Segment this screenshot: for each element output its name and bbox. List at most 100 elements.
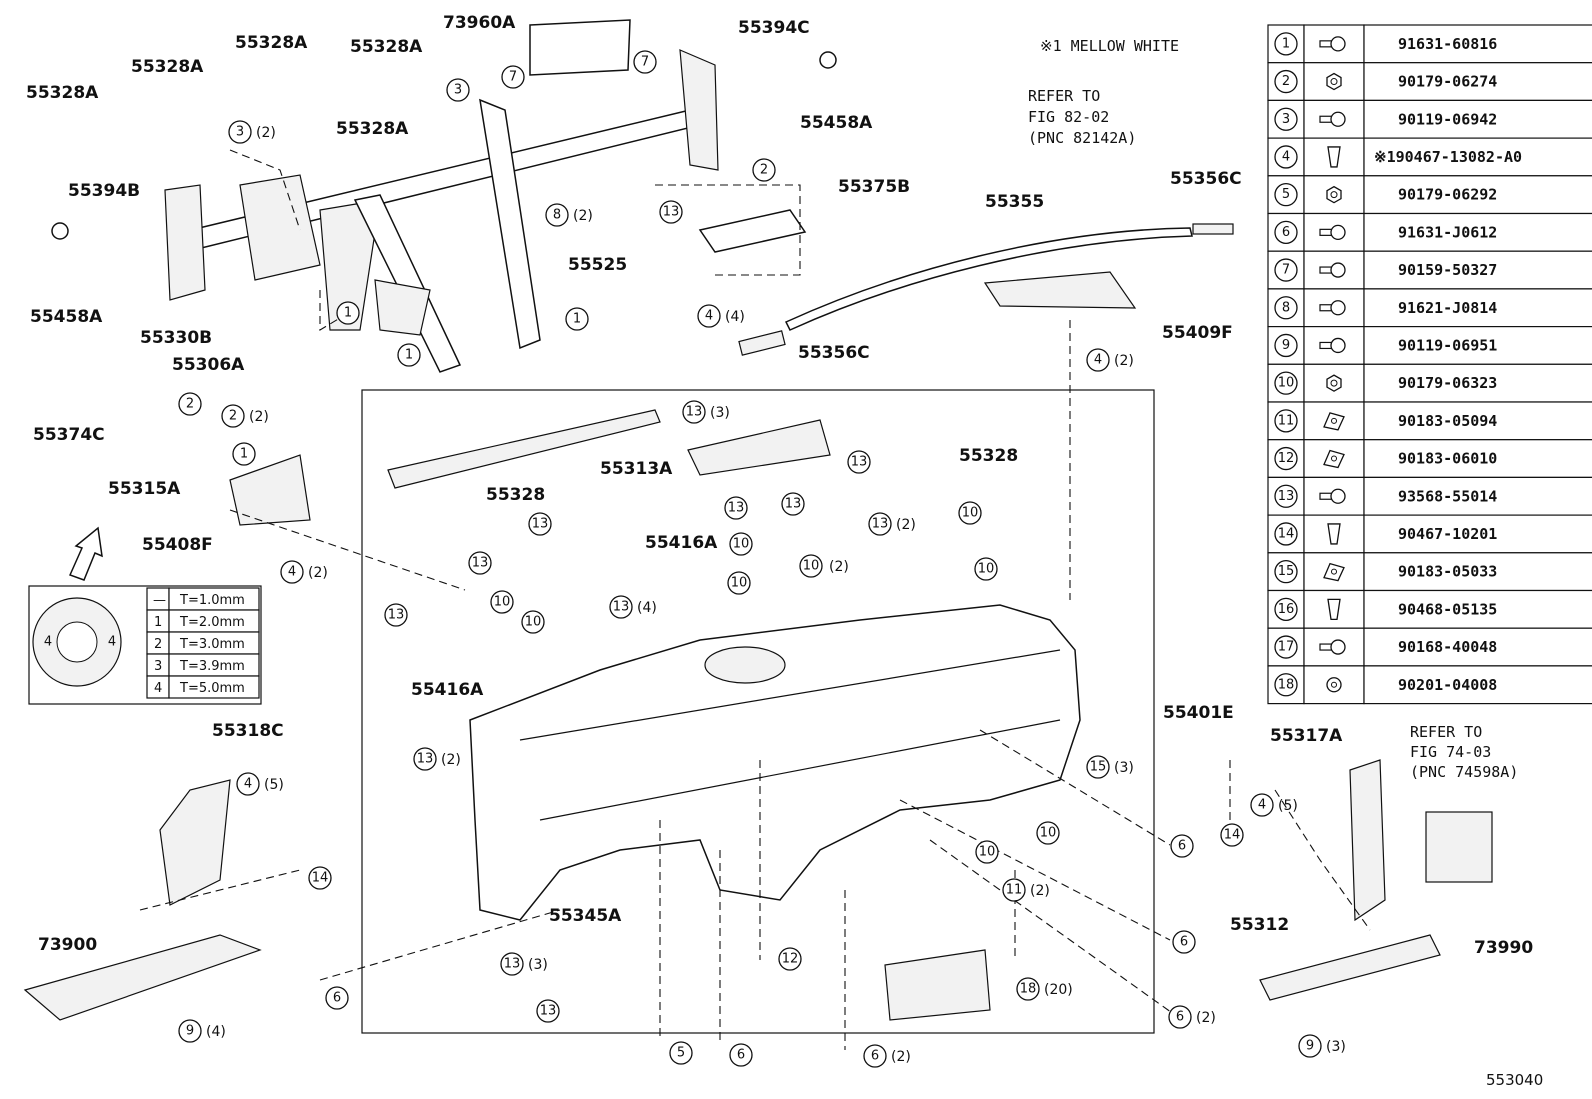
callout: 4(5) [236,772,284,796]
svg-text:T=5.0mm: T=5.0mm [179,681,245,696]
svg-text:1: 1 [344,306,352,321]
part-number: 90179-06323 [1398,374,1497,392]
label-55394c: 55394C [738,18,810,38]
svg-text:13: 13 [504,957,521,972]
panel-318c-drawing [159,779,231,906]
svg-text:13: 13 [532,517,549,532]
callout: 13 [468,551,492,575]
callout: 1 [565,307,589,331]
clip-nut-icon [1323,449,1345,469]
label-55328a: 55328A [131,57,204,77]
clip-icon [1327,146,1341,168]
svg-text:13: 13 [472,556,489,571]
part-number: 90119-06942 [1398,110,1497,128]
part-number: 90179-06292 [1398,186,1497,204]
row-number: 14 [1278,526,1295,541]
pad-56c-left [738,330,786,356]
callout: 10 [1036,821,1060,845]
svg-text:REFER TO: REFER TO [1028,87,1100,105]
nut-icon [1326,72,1342,91]
instrument-panel-drawing [469,604,1081,921]
svg-text:13: 13 [388,608,405,623]
callout: 13 [528,512,552,536]
part-number: 90179-06274 [1398,73,1497,91]
svg-text:T=1.0mm: T=1.0mm [179,593,245,608]
label-55401e: 55401E [1163,703,1234,723]
reference-fig-82[interactable]: REFER TO FIG 82-02 (PNC 82142A) [1028,87,1136,147]
callout: 11(2) [1002,878,1050,902]
svg-text:(3): (3) [1114,760,1134,776]
svg-text:15: 15 [1090,760,1107,775]
svg-text:(4): (4) [725,309,745,325]
svg-text:1: 1 [154,615,162,630]
callout: 13(2) [413,747,461,771]
label-74598a-drawing [1425,811,1493,883]
svg-text:10: 10 [803,559,820,574]
row-number: 2 [1282,74,1290,89]
leader-lines [139,149,1371,1050]
callout: 7 [633,50,657,74]
bolt-icon [1319,337,1346,354]
bolt-icon [1319,111,1346,127]
callout: 2(2) [221,404,269,428]
label-73990: 73990 [1474,938,1533,958]
svg-text:9: 9 [1306,1039,1314,1054]
row-number: 1 [1282,36,1290,51]
label-55330b: 55330B [140,328,212,348]
svg-text:6: 6 [871,1049,879,1064]
label-73960a: 73960A [443,13,516,33]
svg-text:4: 4 [108,635,116,650]
label-55374c: 55374C [33,425,105,445]
svg-text:18: 18 [1020,982,1037,997]
svg-text:8: 8 [553,208,561,223]
callout: 13 [384,603,408,627]
svg-text:T=3.0mm: T=3.0mm [179,637,245,652]
label-55328a: 55328A [235,33,308,53]
svg-text:(5): (5) [1278,798,1298,814]
part-number: ※190467-13082-A0 [1374,148,1522,166]
svg-text:13: 13 [872,517,889,532]
row-number: 15 [1278,564,1295,579]
cap-right-drawing [819,51,837,69]
callout: 13 [724,496,748,520]
svg-text:1: 1 [240,447,248,462]
svg-text:(2): (2) [249,409,269,425]
legend-row: —T=1.0mm [146,587,260,611]
grille-313a-drawing [387,409,661,489]
svg-text:4: 4 [288,565,296,580]
callout: 1 [232,442,256,466]
part-number: 90467-10201 [1398,525,1497,543]
row-number: 6 [1282,225,1290,240]
part-labels: 73960A 55394C 55328A 55328A 55328A 55328… [26,13,1533,958]
label-55328a: 55328A [350,37,423,57]
row-number: 18 [1278,677,1295,692]
svg-text:4: 4 [705,309,713,324]
callout: 13 [847,450,871,474]
part-number: 90119-06951 [1398,336,1497,354]
callout: 8(2) [545,203,593,227]
label-55525: 55525 [568,255,627,275]
reference-fig-74[interactable]: REFER TO FIG 74-03 (PNC 74598A) [1410,723,1518,781]
svg-text:(2): (2) [1030,883,1050,899]
svg-text:(PNC 82142A): (PNC 82142A) [1028,129,1136,147]
svg-text:13: 13 [540,1004,557,1019]
callout: 1 [397,343,421,367]
svg-text:10: 10 [978,562,995,577]
label-55315a: 55315A [108,479,181,499]
label-55345a: 55345A [549,906,622,926]
callout: 10(2) [799,554,849,578]
callout: 18(20) [1016,977,1073,1001]
clip-icon [1327,598,1341,620]
callout: 4 (4) [697,304,745,328]
label-55328a: 55328A [26,83,99,103]
parts-table-row: 4※190467-13082-A0 [1267,137,1592,177]
